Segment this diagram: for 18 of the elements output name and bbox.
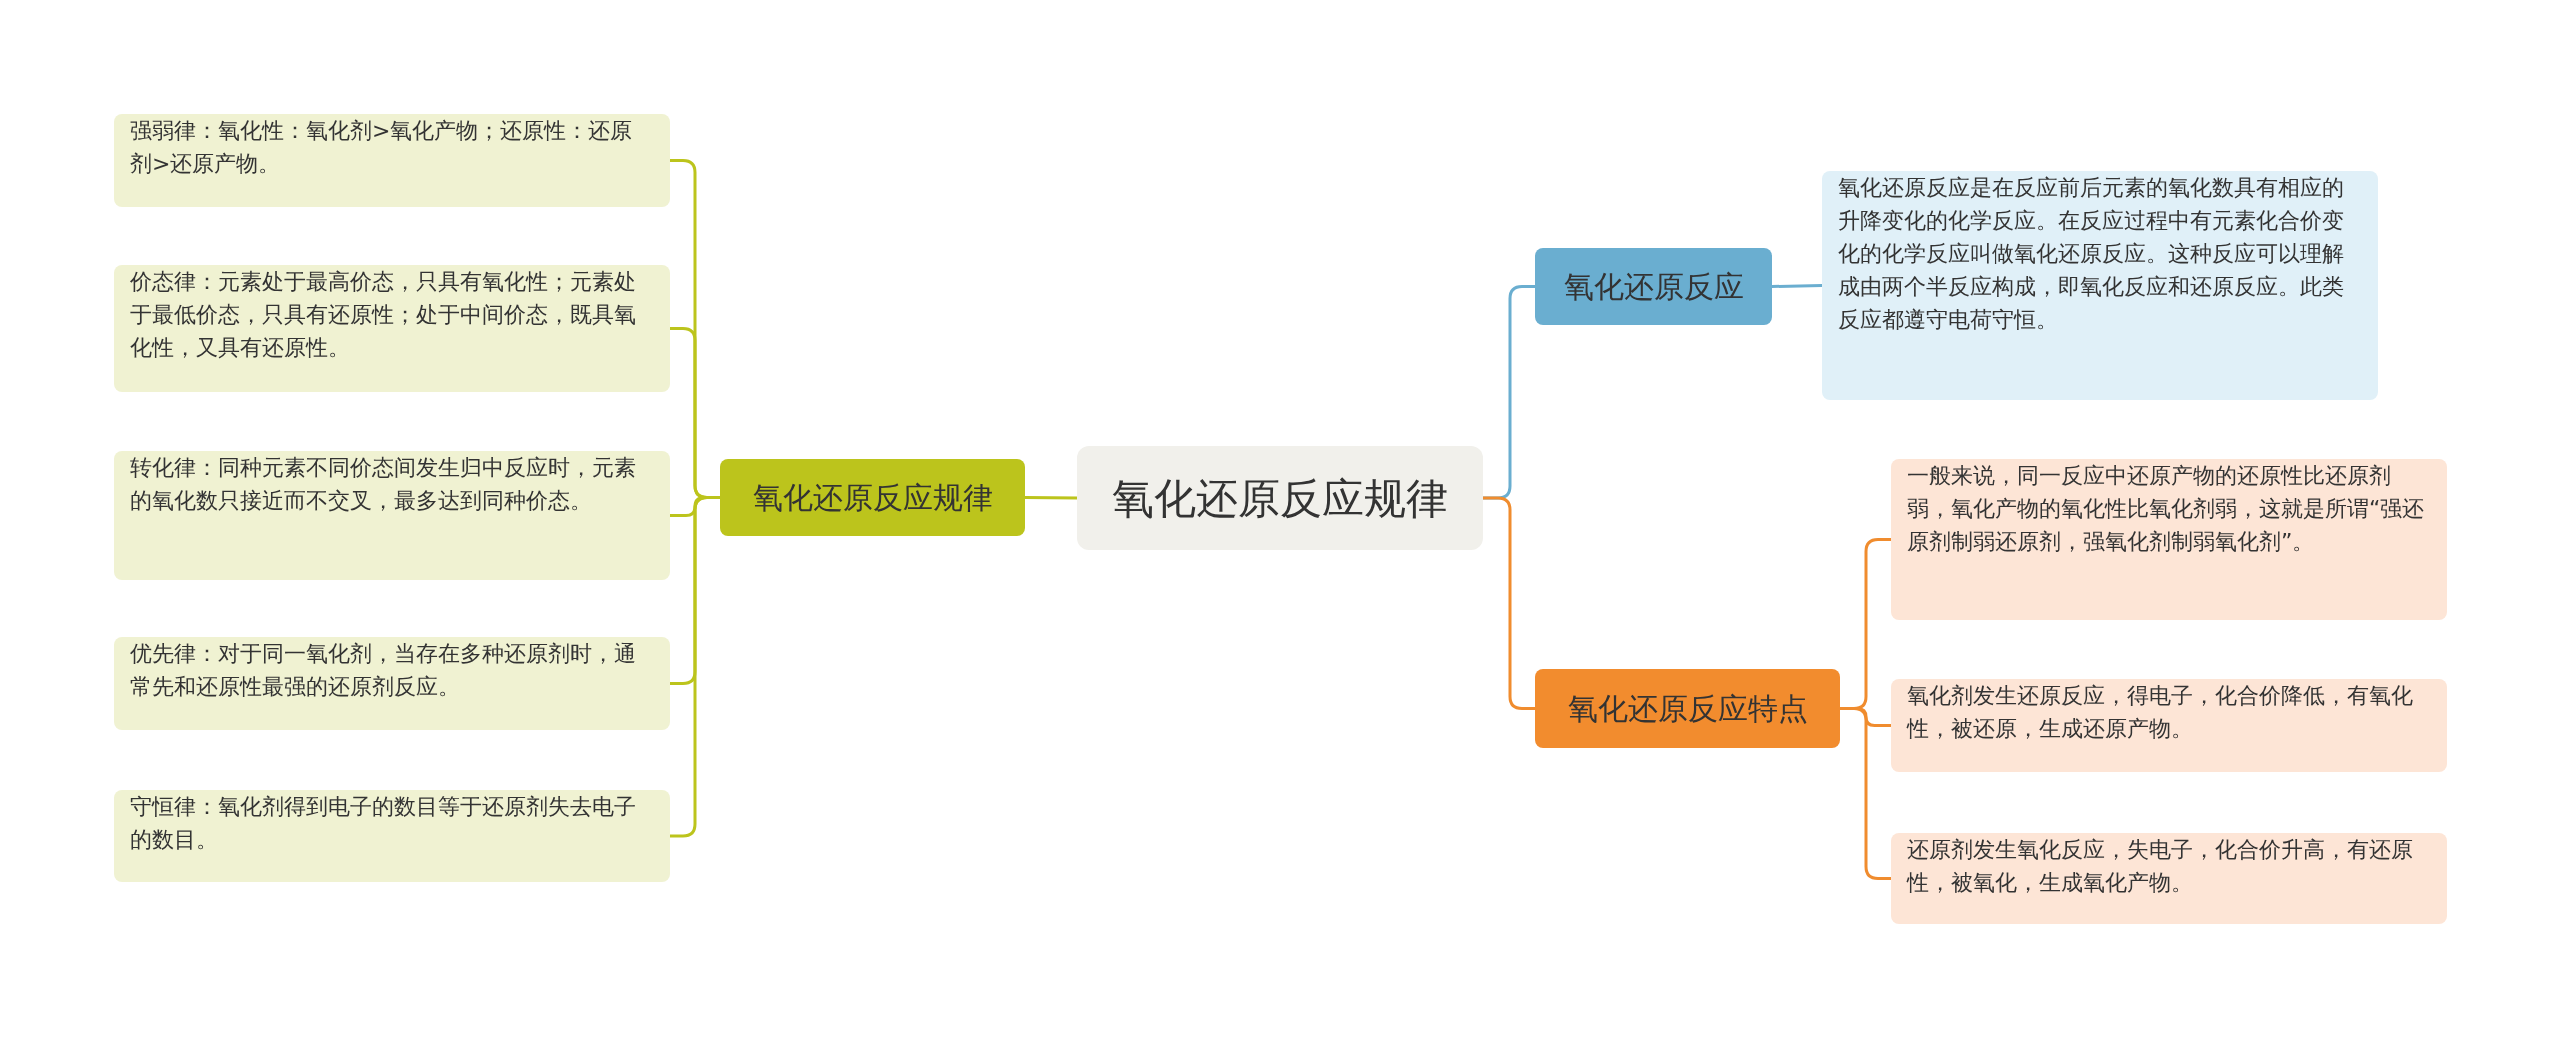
note-card: 强弱律：氧化性：氧化剂>氧化产物；还原性：还原剂>还原产物。 — [114, 114, 670, 207]
note-card: 守恒律：氧化剂得到电子的数目等于还原剂失去电子的数目。 — [114, 790, 670, 882]
branch-topic: 氧化还原反应特点 — [1535, 669, 1840, 748]
note-card: 一般来说，同一反应中还原产物的还原性比还原剂弱，氧化产物的氧化性比氧化剂弱，这就是所谓“强还原剂制弱还原剂，强氧化剂制弱氧化剂”。 — [1891, 459, 2447, 620]
note-card: 转化律：同种元素不同价态间发生归中反应时，元素的氧化数只接近而不交叉，最多达到同种价态。 — [114, 451, 670, 580]
connector-line — [670, 496, 720, 838]
note-card: 还原剂发生氧化反应，失电子，化合价升高，有还原性，被氧化，生成氧化产物。 — [1891, 833, 2447, 924]
connector-line — [1840, 707, 1891, 880]
note-card: 氧化剂发生还原反应，得电子，化合价降低，有氧化性，被还原，生成还原产物。 — [1891, 679, 2447, 772]
note-card: 优先律：对于同一氧化剂，当存在多种还原剂时，通常先和还原性最强的还原剂反应。 — [114, 637, 670, 730]
central-topic: 氧化还原反应规律 — [1077, 446, 1483, 550]
branch-topic: 氧化还原反应规律 — [720, 459, 1025, 536]
note-card: 价态律：元素处于最高价态，只具有氧化性；元素处于最低价态，只具有还原性；处于中间价态，既具氧化性，又具有还原性。 — [114, 265, 670, 392]
connector-line — [1771, 284, 1823, 288]
branch-topic: 氧化还原反应 — [1535, 248, 1772, 325]
note-card: 氧化还原反应是在反应前后元素的氧化数具有相应的升降变化的化学反应。在反应过程中有元素化合价变化的化学反应叫做氧化还原反应。这种反应可以理解成由两个半反应构成，即氧化反应和还原反应。此类反应都遵守电荷守恒。 — [1822, 171, 2378, 400]
connector-line — [1025, 496, 1077, 500]
connector-line — [1483, 496, 1535, 710]
